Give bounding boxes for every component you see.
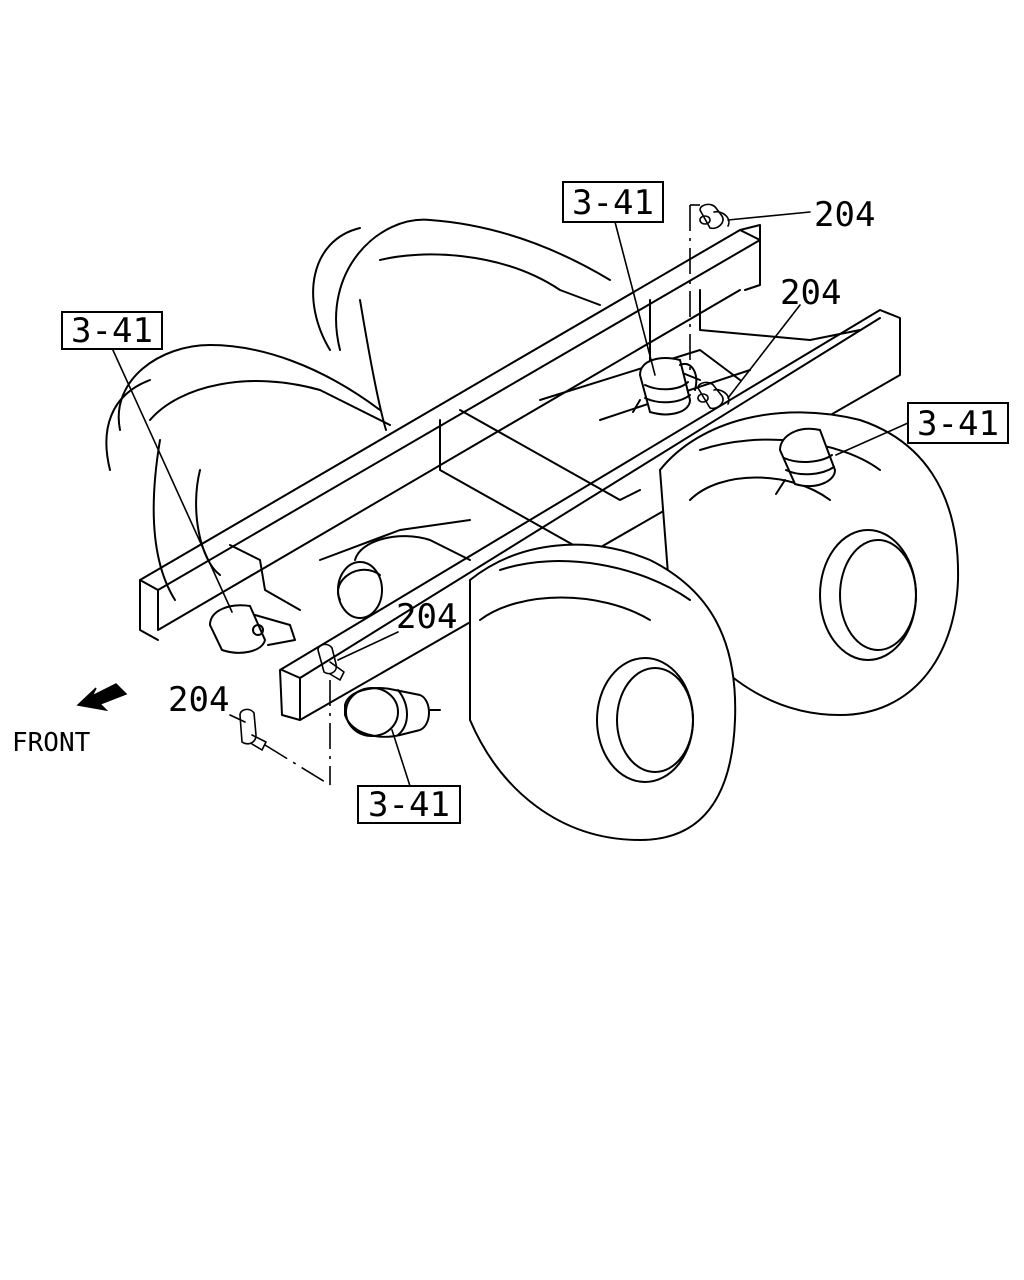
air-spring-bottom <box>344 687 441 738</box>
callout-ref-d-text: 3-41 <box>368 785 450 825</box>
callout-ref-a: 3-41 <box>562 181 664 223</box>
fitting-top <box>699 203 730 230</box>
front-label: FRONT <box>12 728 91 758</box>
callout-ref-b: 3-41 <box>61 311 163 351</box>
fitting-bottom <box>239 708 267 751</box>
far-left-tires <box>105 218 611 601</box>
part-number-top: 204 <box>814 195 875 235</box>
callout-ref-c: 3-41 <box>907 402 1009 444</box>
front-arrow-icon <box>76 683 128 712</box>
part-number-bottom: 204 <box>168 680 229 720</box>
callout-ref-d: 3-41 <box>357 785 461 825</box>
near-right-tires <box>469 411 960 842</box>
callout-ref-b-text: 3-41 <box>71 311 153 351</box>
chassis-frame <box>139 224 901 721</box>
fitting-left <box>317 643 345 681</box>
fitting-middle <box>697 381 730 410</box>
part-number-left: 204 <box>396 597 457 637</box>
leader-lines <box>111 211 909 787</box>
air-spring-top <box>632 357 698 416</box>
air-lines <box>264 204 700 786</box>
callout-ref-c-text: 3-41 <box>917 404 999 444</box>
callout-ref-a-text: 3-41 <box>572 183 654 223</box>
air-spring-left <box>208 604 296 654</box>
air-spring-right <box>775 427 837 495</box>
part-number-middle: 204 <box>780 273 841 313</box>
